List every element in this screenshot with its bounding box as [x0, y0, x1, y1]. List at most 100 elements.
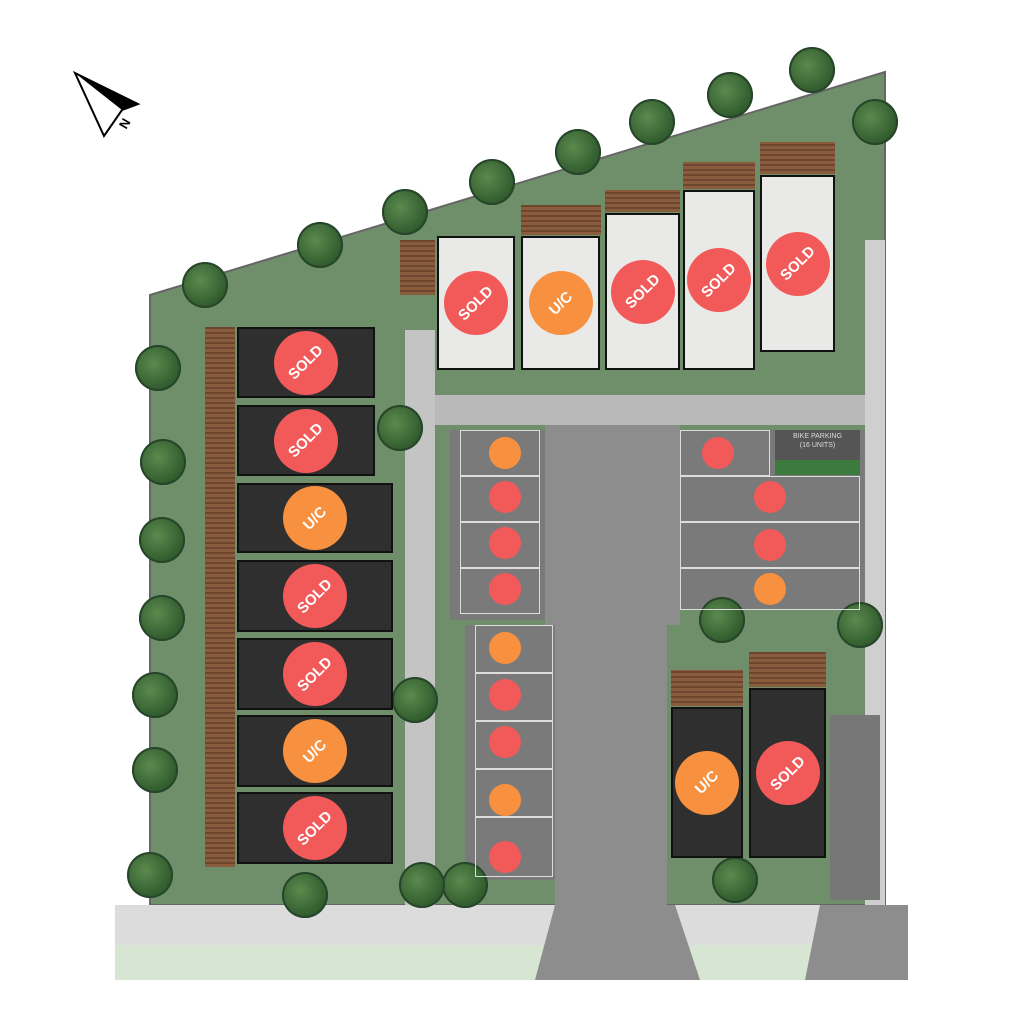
tree-icon [297, 222, 343, 268]
unit-north-5[interactable]: SOLD [760, 175, 835, 352]
parking-status-dot-sold[interactable] [489, 481, 521, 513]
deck [521, 205, 601, 235]
unit-north-3[interactable]: SOLD [605, 213, 680, 370]
tree-icon [469, 159, 515, 205]
parking-stall [460, 430, 540, 476]
status-badge: SOLD [755, 741, 820, 805]
tree-icon [377, 405, 423, 451]
status-label: U/C [299, 735, 331, 767]
status-label: SOLD [294, 653, 336, 695]
parking-status-dot-sold[interactable] [489, 841, 521, 873]
parking-status-dot-sold[interactable] [702, 437, 734, 469]
deck [671, 670, 743, 706]
tree-icon [555, 129, 601, 175]
status-badge: U/C [528, 271, 593, 335]
parking-stall [680, 568, 860, 610]
status-label: SOLD [294, 575, 336, 617]
tree-icon [132, 672, 178, 718]
deck [760, 142, 835, 174]
unit-north-4[interactable]: SOLD [683, 190, 755, 370]
unit-west-10[interactable]: SOLD [237, 638, 393, 710]
parking-stall [680, 522, 860, 568]
deck [749, 652, 826, 687]
tree-icon [135, 345, 181, 391]
tree-icon [712, 857, 758, 903]
bike-parking-title: BIKE PARKING [793, 433, 842, 440]
status-label: SOLD [285, 419, 327, 462]
bike-parking-label: BIKE PARKING (16 UNITS) [775, 432, 860, 450]
west-decks [205, 327, 235, 867]
unit-west-12[interactable]: SOLD [237, 792, 393, 864]
tree-icon [699, 597, 745, 643]
status-label: SOLD [698, 259, 740, 301]
parking-status-dot-uc[interactable] [489, 632, 521, 664]
deck [400, 240, 435, 295]
street-verge [115, 945, 908, 980]
parking-status-dot-sold[interactable] [754, 529, 786, 561]
status-badge: SOLD [274, 408, 338, 473]
north-arrow: N [70, 68, 145, 148]
parking-status-dot-sold[interactable] [489, 726, 521, 758]
drive-aisle [545, 425, 680, 625]
parking-stall [475, 721, 553, 769]
status-badge: SOLD [274, 330, 338, 395]
status-label: U/C [299, 502, 331, 534]
parking-stall [475, 769, 553, 817]
status-label: SOLD [294, 807, 336, 849]
unit-southeast-14[interactable]: SOLD [749, 688, 826, 858]
tree-icon [140, 439, 186, 485]
tree-icon [182, 262, 228, 308]
parking-stall [680, 476, 860, 522]
tree-icon [132, 747, 178, 793]
parking-stall [475, 673, 553, 721]
parking-stall [475, 625, 553, 673]
parking-stall [475, 817, 553, 877]
bike-parking-count: (16 UNITS) [799, 442, 836, 449]
unit-west-9[interactable]: SOLD [237, 560, 393, 632]
tree-icon [399, 862, 445, 908]
status-label: SOLD [285, 341, 327, 384]
tree-icon [139, 517, 185, 563]
driveway [555, 620, 667, 910]
side-entrance [805, 905, 908, 980]
unit-west-7[interactable]: SOLD [237, 405, 375, 476]
tree-icon [789, 47, 835, 93]
parking-status-dot-sold[interactable] [489, 679, 521, 711]
bike-hedge [775, 460, 860, 475]
tree-icon [852, 99, 898, 145]
status-badge: U/C [283, 719, 347, 783]
parking-status-dot-sold[interactable] [754, 481, 786, 513]
unit-west-8[interactable]: U/C [237, 483, 393, 553]
sidewalk [115, 905, 908, 945]
parking-stall [460, 568, 540, 614]
status-badge: SOLD [283, 642, 347, 706]
parking-status-dot-uc[interactable] [489, 437, 521, 469]
status-badge: U/C [675, 750, 739, 815]
parking-stall [680, 430, 770, 476]
deck [683, 162, 755, 189]
tree-icon [139, 595, 185, 641]
tree-icon [629, 99, 675, 145]
unit-west-11[interactable]: U/C [237, 715, 393, 787]
tree-icon [442, 862, 488, 908]
deck [605, 190, 680, 212]
tree-icon [392, 677, 438, 723]
unit-north-2[interactable]: U/C [521, 236, 600, 370]
status-label: SOLD [621, 270, 664, 313]
unit-north-1[interactable]: SOLD [437, 236, 515, 370]
status-badge: SOLD [687, 248, 751, 312]
unit-west-6[interactable]: SOLD [237, 327, 375, 398]
status-badge: SOLD [610, 259, 675, 324]
tree-icon [707, 72, 753, 118]
tree-icon [127, 852, 173, 898]
parking-status-dot-sold[interactable] [489, 527, 521, 559]
parking-status-dot-uc[interactable] [489, 784, 521, 816]
north-arrow-icon [72, 70, 141, 139]
parking-status-dot-uc[interactable] [754, 573, 786, 605]
status-label: U/C [545, 287, 576, 319]
bike-parking-area [775, 430, 860, 460]
status-label: SOLD [766, 752, 809, 794]
unit-southeast-13[interactable]: U/C [671, 707, 743, 858]
parking-status-dot-sold[interactable] [489, 573, 521, 605]
